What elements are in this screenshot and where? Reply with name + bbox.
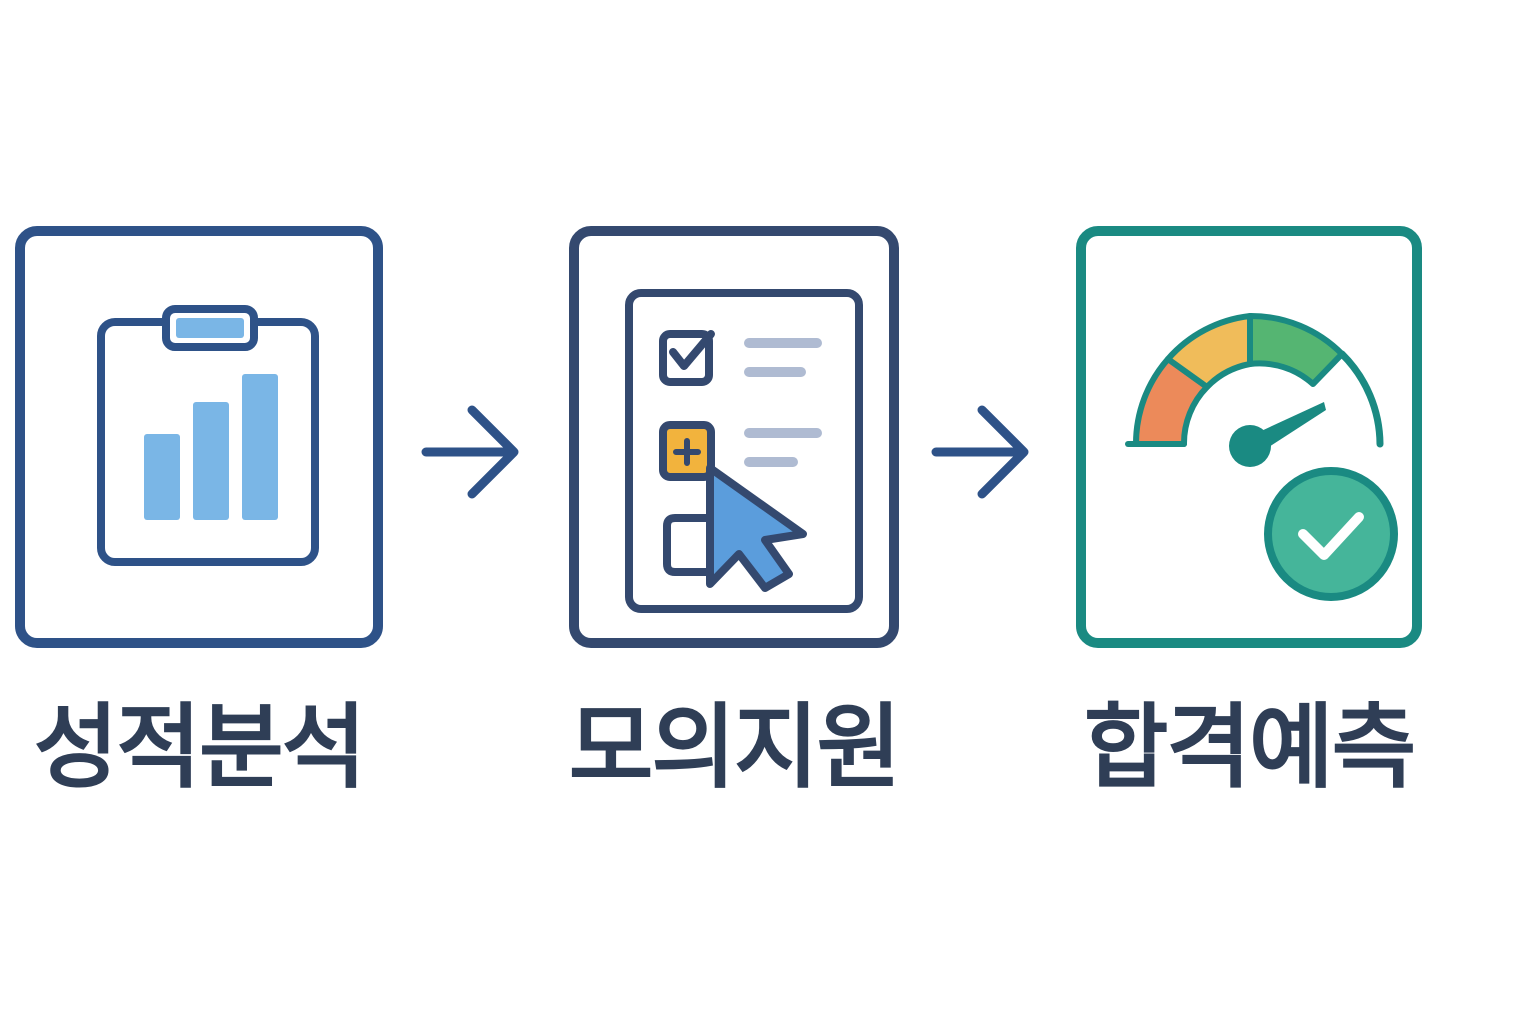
step-card-mock-application [569, 226, 899, 648]
clipboard-bar-chart-icon [97, 305, 319, 566]
checklist-form-cursor-icon [625, 289, 863, 613]
step-label-grade-analysis: 성적분석 [33, 694, 367, 801]
gauge-checkmark-icon [1125, 312, 1398, 601]
right-arrow-icon [931, 405, 1029, 499]
step-card-grade-analysis [15, 226, 383, 648]
step-card-admission-prediction [1076, 226, 1422, 648]
step-label-admission-prediction: 합격예측 [1083, 694, 1417, 801]
step-label-mock-application: 모의지원 [568, 694, 902, 801]
right-arrow-icon [421, 405, 519, 499]
